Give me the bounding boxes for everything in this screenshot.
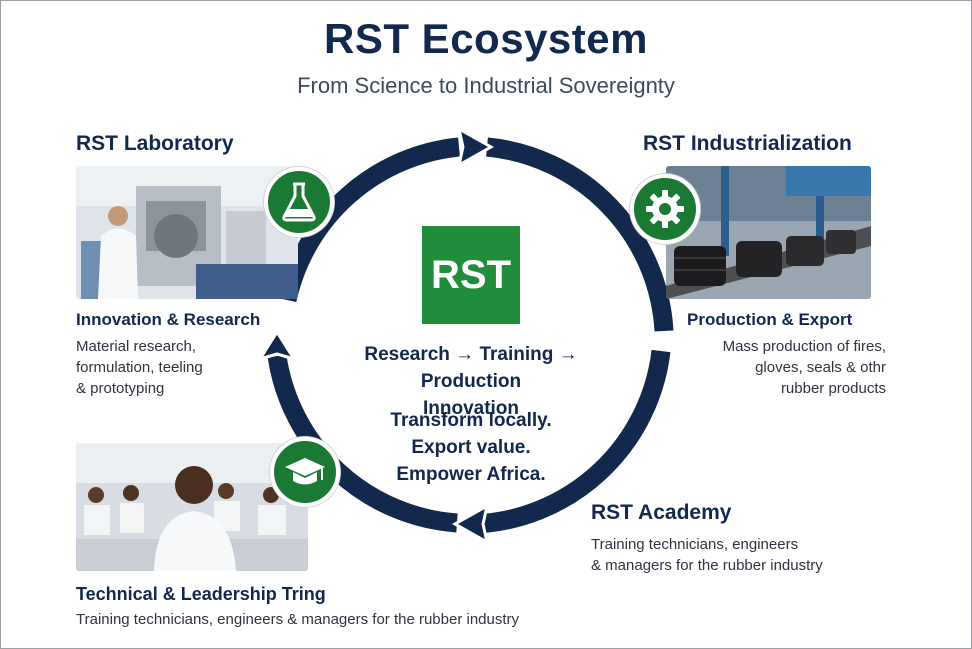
industrialization-description: Mass production of fires, gloves, seals … — [723, 336, 886, 399]
flask-icon — [282, 182, 316, 222]
laboratory-description-line: Material research, — [76, 338, 197, 355]
motto-line: Transform locally. — [390, 410, 552, 431]
arrowhead-left — [256, 329, 298, 362]
page-subtitle: From Science to Industrial Sovereignty — [297, 73, 675, 98]
gear-badge — [630, 174, 700, 244]
academy-caption-line: Training technicians, engineers & manage… — [76, 611, 520, 628]
graduation-badge — [270, 437, 340, 507]
industrialization-description-line: Mass production of fires, — [722, 338, 886, 355]
academy-description-line: & managers for the rubber industry — [591, 557, 823, 574]
motto: Transform locally. Export value. Empower… — [321, 407, 621, 488]
academy-caption: Training technicians, engineers & manage… — [76, 609, 519, 630]
academy-title: RST Academy — [591, 501, 732, 524]
laboratory-description: Material research, formulation, teeling … — [76, 336, 203, 399]
laboratory-description-line: & prototyping — [76, 380, 165, 397]
page-title: RST Ecosystem — [324, 15, 648, 62]
academy-subtitle: Technical & Leadership Tring — [76, 584, 326, 604]
gear-icon — [646, 190, 684, 228]
graduation-cap-icon — [285, 458, 325, 485]
arrowhead-top — [456, 126, 495, 168]
industrialization-subtitle: Production & Export — [687, 310, 853, 329]
flow-statement: Research → Training → Production Innovat… — [321, 341, 621, 422]
arc-top-right — [486, 137, 674, 332]
flask-badge — [264, 167, 334, 237]
laboratory-description-line: formulation, teeling — [76, 359, 203, 376]
industrialization-description-line: rubber products — [780, 380, 886, 397]
motto-line: Export value. — [411, 437, 531, 458]
academy-description-line: Training technicians, engineers — [591, 536, 799, 553]
motto-line: Empower Africa. — [396, 464, 546, 485]
academy-photo — [76, 443, 308, 571]
rst-logo: RST — [422, 226, 520, 324]
arrowhead-bottom — [451, 503, 490, 545]
laboratory-subtitle: Innovation & Research — [76, 310, 261, 329]
laboratory-title: RST Laboratory — [76, 132, 234, 155]
industrialization-description-line: gloves, seals & othr — [755, 359, 886, 376]
flow-line: Research → Training → Production — [364, 344, 578, 392]
academy-description: Training technicians, engineers & manage… — [591, 534, 823, 576]
laboratory-photo — [76, 166, 298, 299]
flow-line: Innovation — [422, 398, 520, 419]
arc-bottom-right — [474, 349, 671, 534]
industrialization-title: RST Industrialization — [643, 132, 852, 155]
industrialization-photo — [666, 166, 871, 299]
